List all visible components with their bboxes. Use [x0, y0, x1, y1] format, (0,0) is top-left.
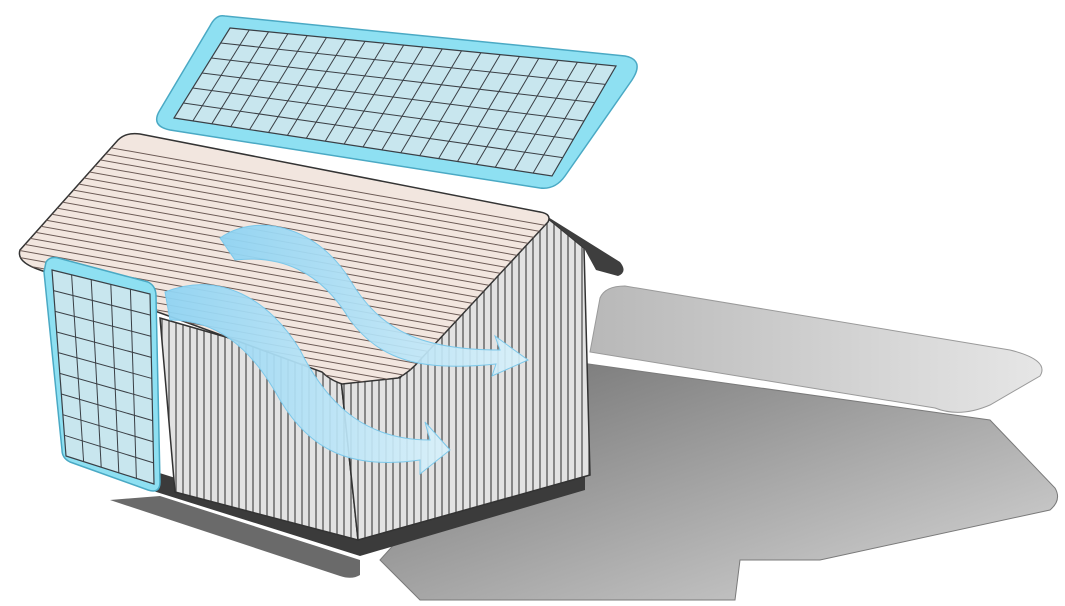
wall-panel-cell-line-row — [53, 290, 151, 316]
wall-panel-cell-line-row — [61, 393, 153, 422]
wall-panel-cell-line-row — [64, 434, 154, 464]
wall-panel-cell-line-row — [54, 310, 152, 337]
roof-stripe — [19, 169, 549, 271]
wall-panel-cell-line-col — [90, 279, 102, 468]
wall-panel-cell-line-col — [129, 289, 137, 479]
wall-panel-cell-line-row — [62, 414, 154, 443]
wall-panel-cell-line-row — [58, 352, 152, 379]
roof-panel-cell-line-row — [192, 87, 574, 140]
building-base — [110, 470, 585, 578]
roof-stripe — [19, 155, 549, 257]
roof-stripe — [19, 225, 549, 327]
wall-panel-cell-line-row — [56, 331, 152, 358]
airflow-arrow-lower — [164, 284, 451, 476]
roof-stripe — [19, 218, 549, 320]
airflow-arrow-upper — [219, 224, 529, 377]
roof-panel-cell-line-row — [211, 57, 595, 104]
wall-panel-cell-line-col — [71, 274, 85, 462]
wall-panel-cell-line-row — [59, 372, 153, 401]
roof-panel-cell-line-row — [220, 42, 606, 85]
wall-panel-cell-line-col — [110, 284, 120, 473]
wall-solar-panel — [43, 256, 161, 492]
roof-panel-cell-line-row — [201, 72, 585, 122]
roof-stripe — [19, 162, 549, 264]
roof-panel-cell-line-row — [183, 102, 563, 159]
roof-solar-panel — [155, 14, 638, 189]
